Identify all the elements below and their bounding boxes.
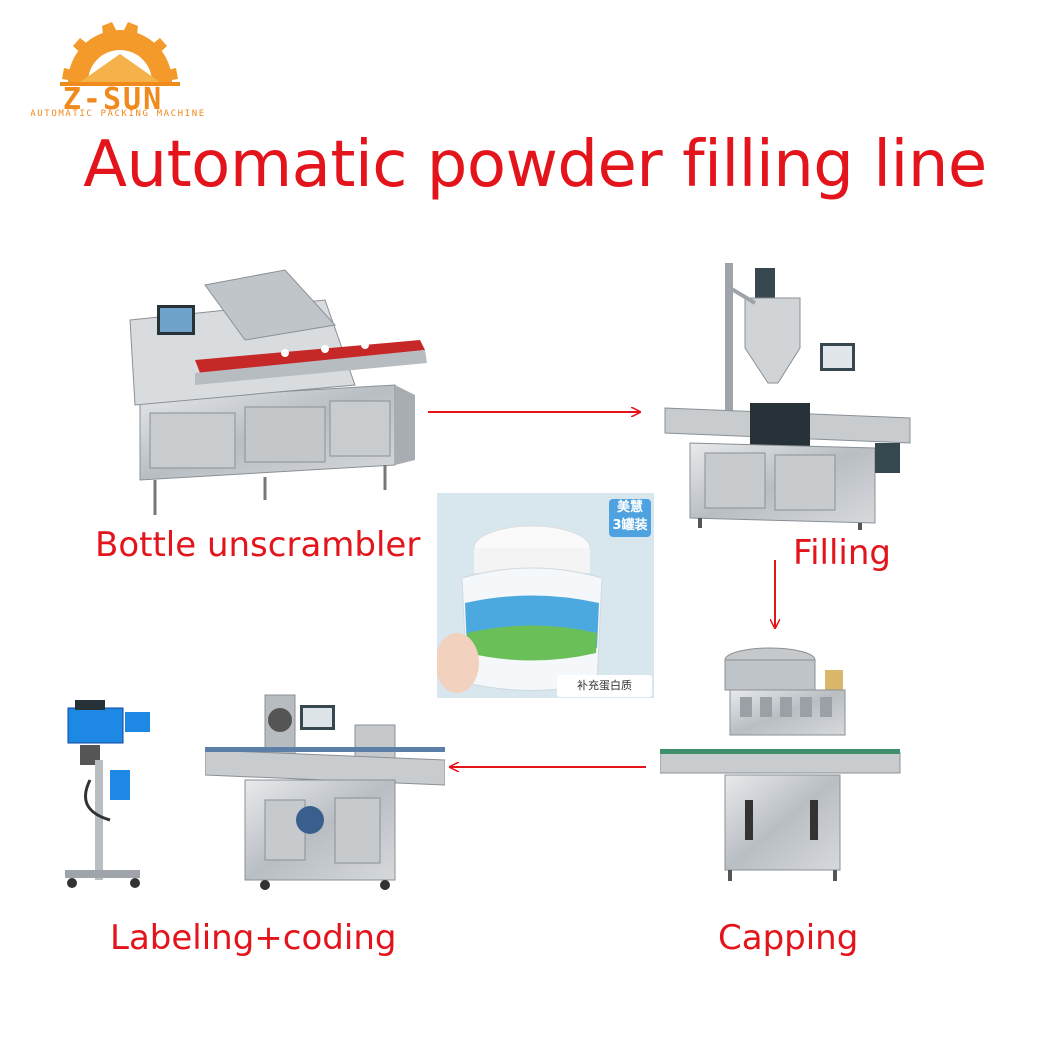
product-badge-line2: 3罐装 <box>612 518 648 533</box>
z-sun-logo-sun-icon <box>60 22 180 86</box>
protein-powder-jar-image <box>437 493 654 698</box>
product-photo: 美慧 3罐装 补充蛋白质 <box>437 493 654 698</box>
bottle-unscrambler-machine-image <box>129 269 427 515</box>
product-caption: 补充蛋白质 <box>557 675 652 697</box>
step-label-capping: Capping <box>718 918 859 958</box>
laser-coding-machine-image <box>65 700 150 888</box>
step-label-labeling-coding: Labeling+coding <box>110 918 397 958</box>
capping-machine-image <box>660 647 901 881</box>
powder-filling-machine-image <box>664 263 911 530</box>
logo-wordmark: Z-SUN <box>62 82 164 117</box>
product-badge-line1: 美慧 <box>616 500 643 515</box>
product-badge: 美慧 3罐装 <box>609 499 651 537</box>
logo-tagline: AUTOMATIC PACKING MACHINE <box>30 109 206 119</box>
step-label-bottle-unscrambler: Bottle unscrambler <box>95 525 421 565</box>
page-title: Automatic powder filling line <box>83 128 987 202</box>
labeling-machine-image <box>205 694 445 890</box>
step-label-filling: Filling <box>793 533 891 573</box>
